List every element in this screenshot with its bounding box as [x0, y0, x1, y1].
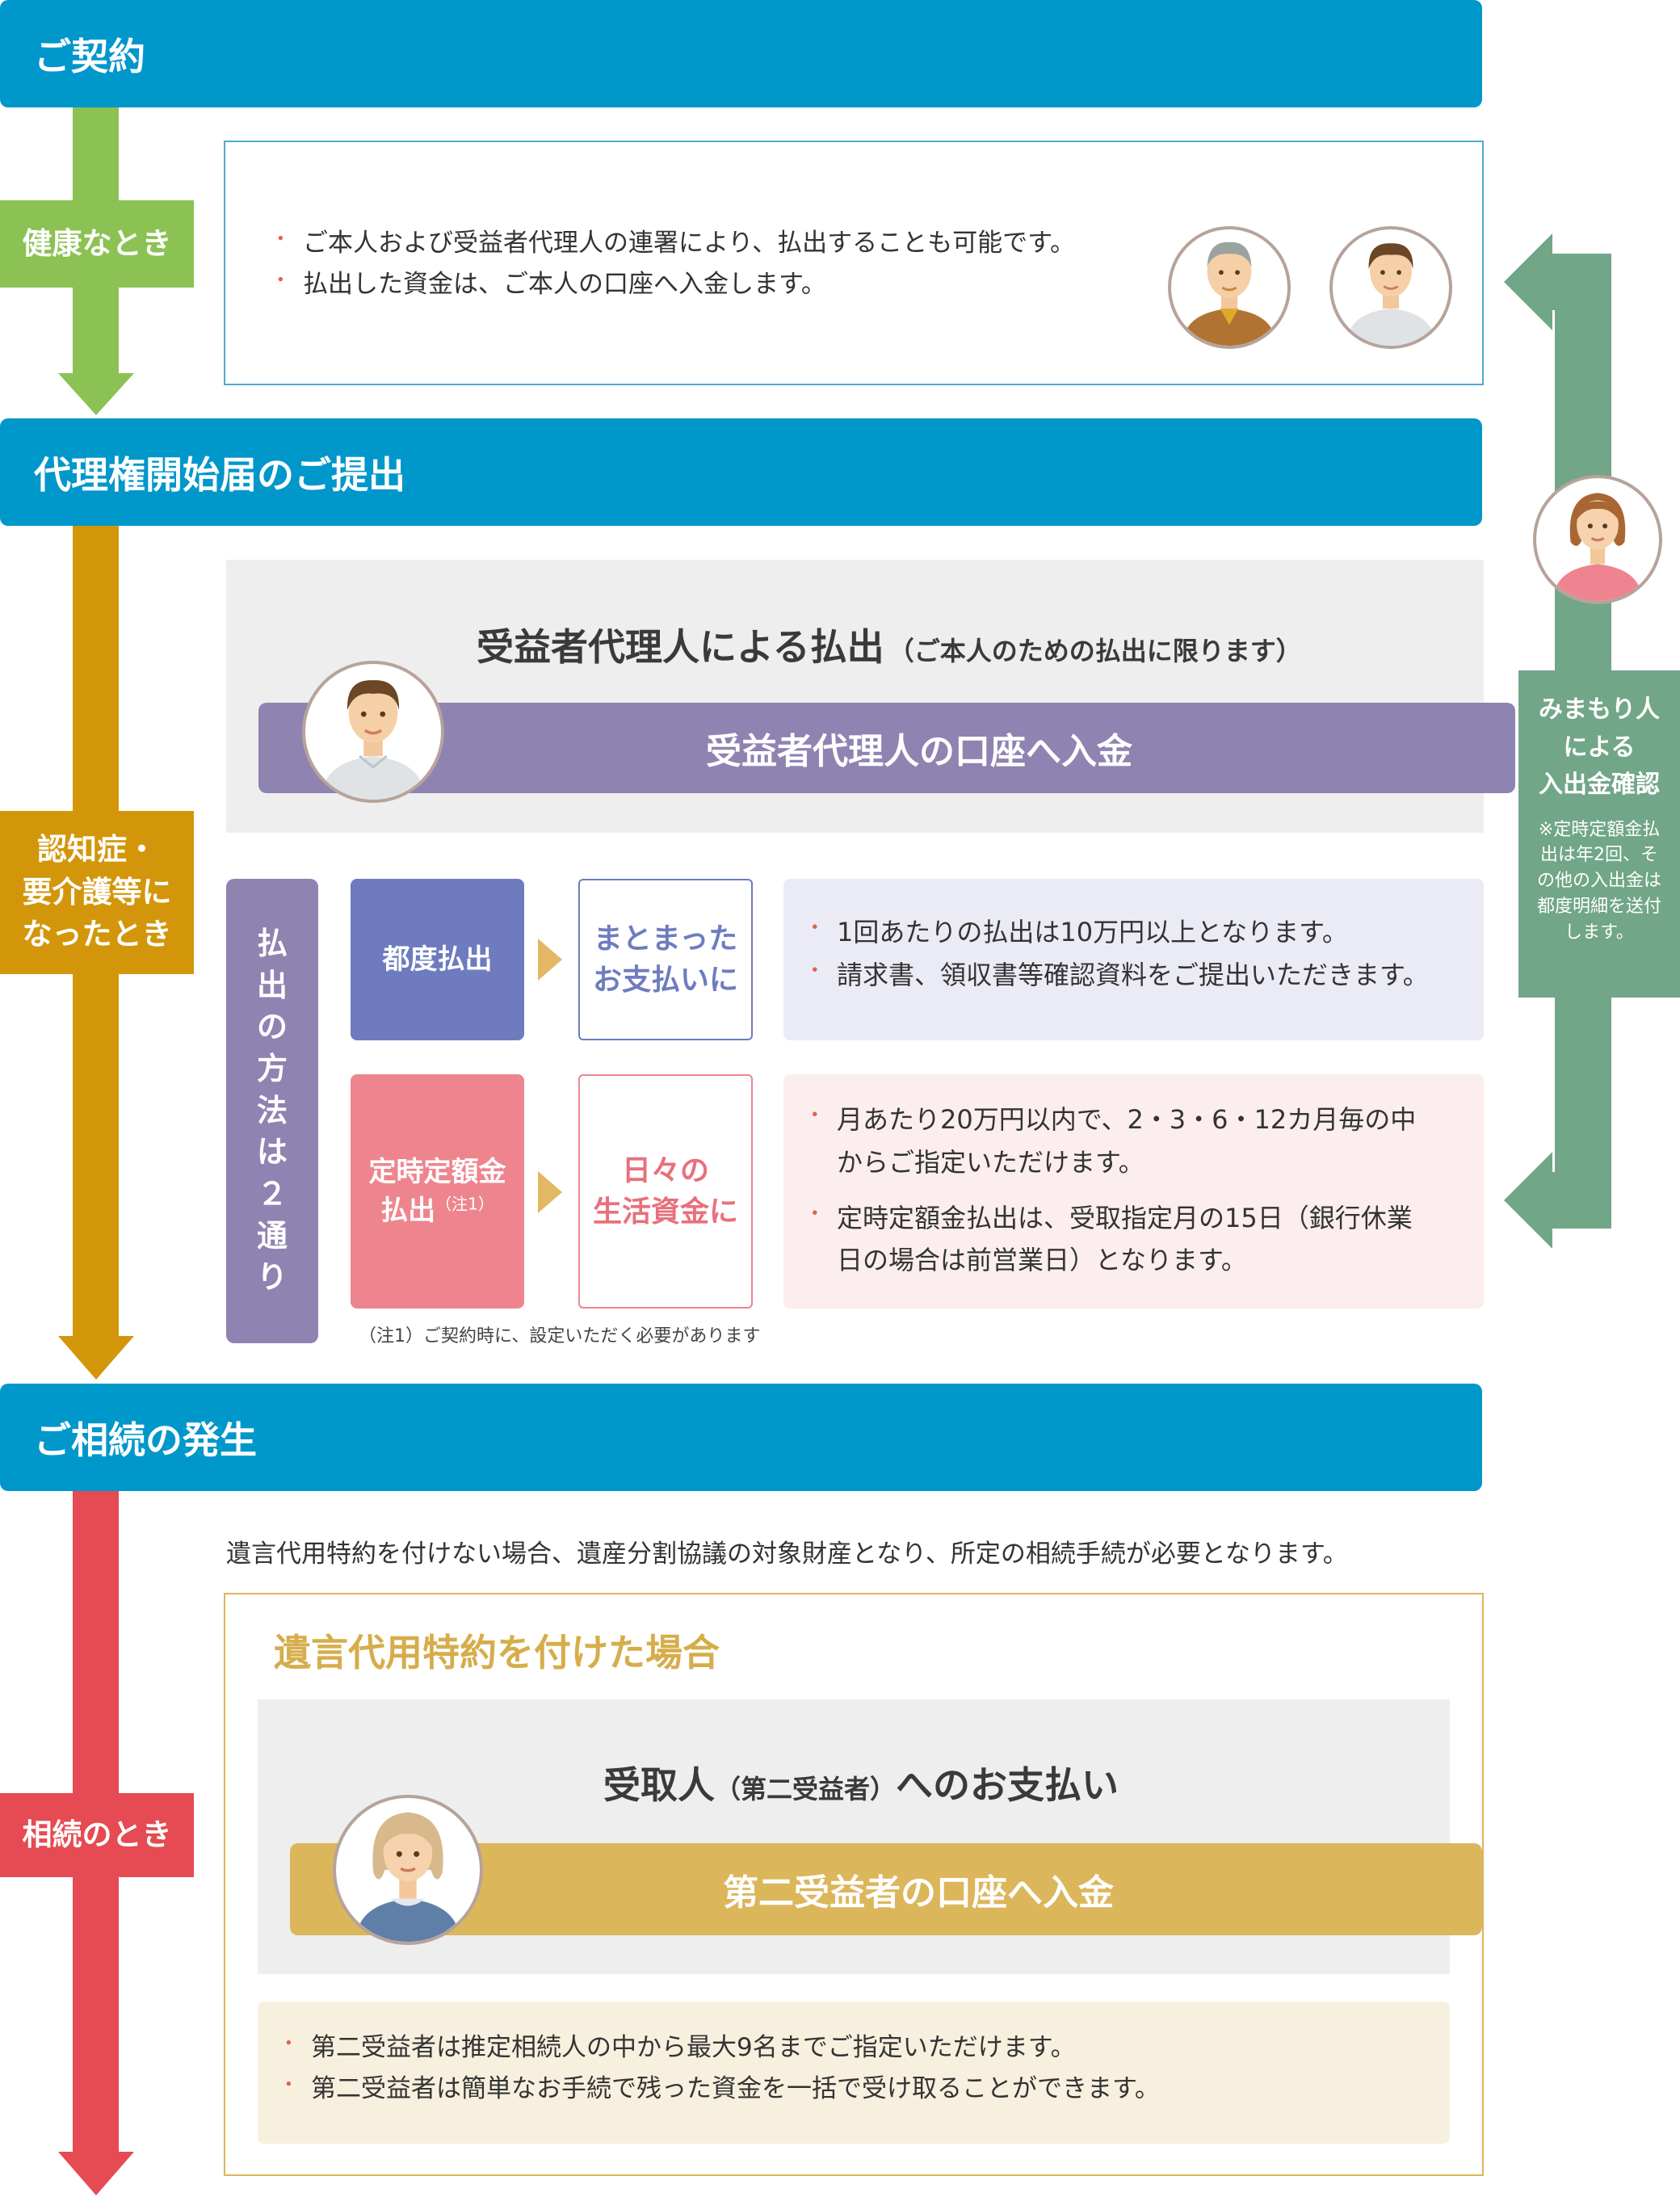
arrow-right-icon [538, 939, 562, 981]
proxy-card: 受益者代理人による払出 （ご本人のための払出に限ります） 受益者代理人の口座へ入… [226, 560, 1515, 833]
healthy-bullets: ご本人および受益者代理人の連署により、払出することも可能です。 払出した資金は、… [271, 223, 1075, 305]
label-inheritance: 相続のとき [0, 1793, 194, 1877]
arrow-right-icon [538, 1171, 562, 1213]
avatar-elderly-man [1168, 226, 1291, 349]
methods-footnote: （注1）ご契約時に、設定いただく必要があります [359, 1326, 761, 1346]
watcher-panel: みまもり人 による 入出金確認 ※定時定額金払 出は年2回、そ の他の入出金は … [1518, 670, 1680, 998]
inheritance-notes: 第二受益者は推定相続人の中から最大9名までご指定いただけます。 第二受益者は簡単… [258, 2002, 1450, 2144]
label-healthy: 健康なとき [0, 200, 194, 288]
watcher-note: ※定時定額金払 出は年2回、そ の他の入出金は 都度明細を送付 します。 [1536, 819, 1661, 943]
second-beneficiary-deposit-bar: 第二受益者の口座へ入金 [290, 1843, 1482, 1935]
list-item: ご本人および受益者代理人の連署により、払出することも可能です。 [271, 223, 1075, 264]
method-fixed: 定時定額金 払出（注1） [351, 1074, 524, 1309]
will-box-title: 遺言代用特約を付けた場合 [274, 1631, 720, 1674]
fixed-target: 日々の 生活資金に [578, 1074, 753, 1309]
method-adhoc: 都度払出 [351, 879, 524, 1040]
avatar-second-beneficiary [333, 1795, 483, 1945]
avatar-proxy-man-large [302, 661, 444, 803]
proxy-deposit-bar: 受益者代理人の口座へ入金 [258, 703, 1515, 793]
list-item: 第二受益者は推定相続人の中から最大9名までご指定いただけます。 [279, 2027, 1160, 2069]
list-item: 払出した資金は、ご本人の口座へ入金します。 [271, 264, 1075, 305]
payout-heading: 受取人（第二受益者）へのお支払い [603, 1763, 1119, 1807]
adhoc-description: 1回あたりの払出は10万円以上となります。 請求書、領収書等確認資料をご提出いた… [783, 879, 1484, 1040]
list-item: 1回あたりの払出は10万円以上となります。 [804, 911, 1429, 954]
avatar-proxy-man [1329, 226, 1452, 349]
healthy-card: ご本人および受益者代理人の連署により、払出することも可能です。 払出した資金は、… [224, 141, 1484, 385]
methods-vertical-label: 払 出 の 方 法 は ２ 通 り [226, 879, 318, 1343]
list-item: 請求書、領収書等確認資料をご提出いただきます。 [804, 954, 1429, 997]
adhoc-target: まとまった お支払いに [578, 879, 753, 1040]
watcher-title: みまもり人 による 入出金確認 [1539, 695, 1660, 799]
avatar-watcher-woman [1533, 475, 1662, 604]
will-substitute-box: 遺言代用特約を付けた場合 受取人（第二受益者）へのお支払い 第二受益者の口座へ入… [224, 1593, 1484, 2176]
stage-proxy-start: 代理権開始届のご提出 [0, 418, 1482, 526]
proxy-heading: 受益者代理人による払出 （ご本人のための払出に限ります） [477, 625, 1302, 669]
stage-contract: ご契約 [0, 0, 1482, 107]
inheritance-intro: 遺言代用特約を付けない場合、遺産分割協議の対象財産となり、所定の相続手続が必要と… [226, 1540, 1348, 1569]
stage-inheritance: ご相続の発生 [0, 1384, 1482, 1491]
label-dementia: 認知症・ 要介護等に なったとき [0, 811, 194, 974]
list-item: 第二受益者は簡単なお手続で残った資金を一括で受け取ることができます。 [279, 2069, 1160, 2110]
